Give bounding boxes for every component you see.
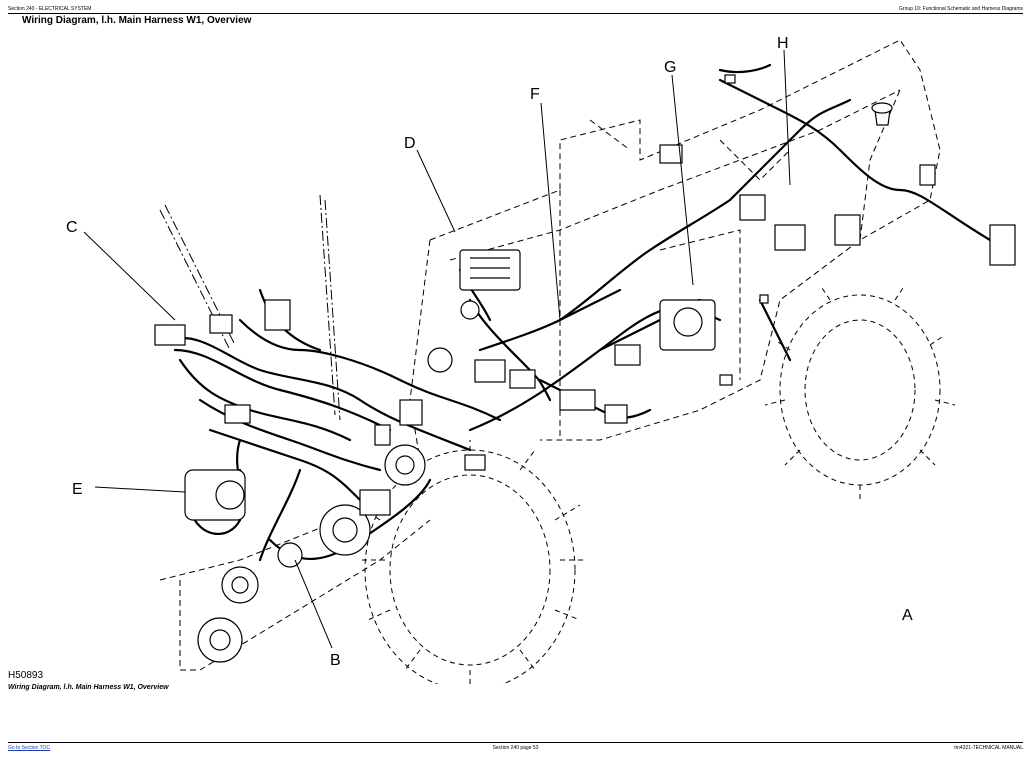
callout-d: D: [404, 135, 416, 152]
group-label: Group 10: Functional Schematic and Harne…: [899, 6, 1023, 12]
footer-divider: [8, 742, 1023, 743]
page-header: Section 240 - ELECTRICAL SYSTEM Group 10…: [8, 4, 1023, 14]
callout-labels: A B C D E F G H: [66, 35, 913, 669]
leader-lines: [83, 49, 791, 649]
callout-f: F: [530, 86, 540, 103]
wiring-diagram: A B C D E F G H: [66, 35, 1016, 684]
callout-a: A: [902, 607, 913, 624]
section-label: Section 240 - ELECTRICAL SYSTEM: [8, 6, 92, 12]
callout-g: G: [664, 59, 676, 76]
header-divider: [8, 13, 1023, 14]
callout-b: B: [330, 652, 341, 669]
figure-caption: Wiring Diagram, l.h. Main Harness W1, Ov…: [8, 684, 169, 691]
callout-c: C: [66, 219, 78, 236]
manual-id: tm4321-TECHNICAL MANUAL: [954, 745, 1023, 751]
rear-wheel: [764, 284, 956, 500]
callout-e: E: [72, 481, 83, 498]
frame-lines: [159, 194, 341, 421]
section-toc-link[interactable]: Go to Section TOC: [8, 745, 51, 751]
components: [154, 74, 1016, 663]
page-title: Wiring Diagram, l.h. Main Harness W1, Ov…: [22, 15, 252, 26]
harness-w1: [168, 63, 992, 562]
callout-h: H: [777, 35, 789, 52]
figure-id: H50893: [8, 670, 44, 681]
page-number: Section 240 page 53: [492, 745, 539, 751]
